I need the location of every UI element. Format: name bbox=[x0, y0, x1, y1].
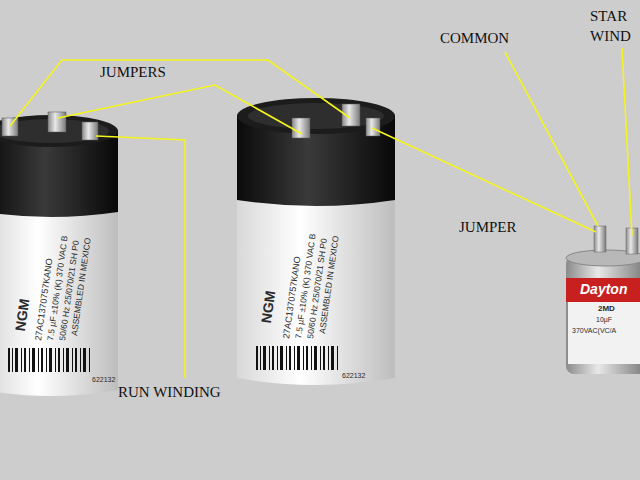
brand-marking: Dayton bbox=[580, 281, 627, 297]
capacitor-marking: 2MD bbox=[598, 304, 615, 313]
capacitor-marking: 622132 bbox=[92, 376, 115, 384]
run-capacitor bbox=[237, 98, 395, 385]
callout-label: STAR bbox=[590, 8, 627, 25]
capacitor-marking: 10µF bbox=[596, 316, 612, 324]
callout-label: COMMON bbox=[440, 30, 509, 47]
callout-label: JUMPERS bbox=[100, 64, 166, 81]
start-capacitor bbox=[566, 226, 640, 374]
callout-label: WIND bbox=[590, 28, 631, 45]
callout-label: RUN WINDING bbox=[118, 384, 221, 401]
capacitor-marking: 622132 bbox=[342, 372, 365, 380]
run-capacitor bbox=[0, 112, 118, 396]
callout-label: JUMPER bbox=[459, 219, 517, 236]
capacitor-marking: NGM bbox=[12, 298, 32, 333]
capacitor-marking: NGM bbox=[258, 290, 278, 325]
capacitor-marking: 370VAC(VC/A bbox=[572, 327, 616, 335]
leader-line bbox=[10, 48, 632, 378]
